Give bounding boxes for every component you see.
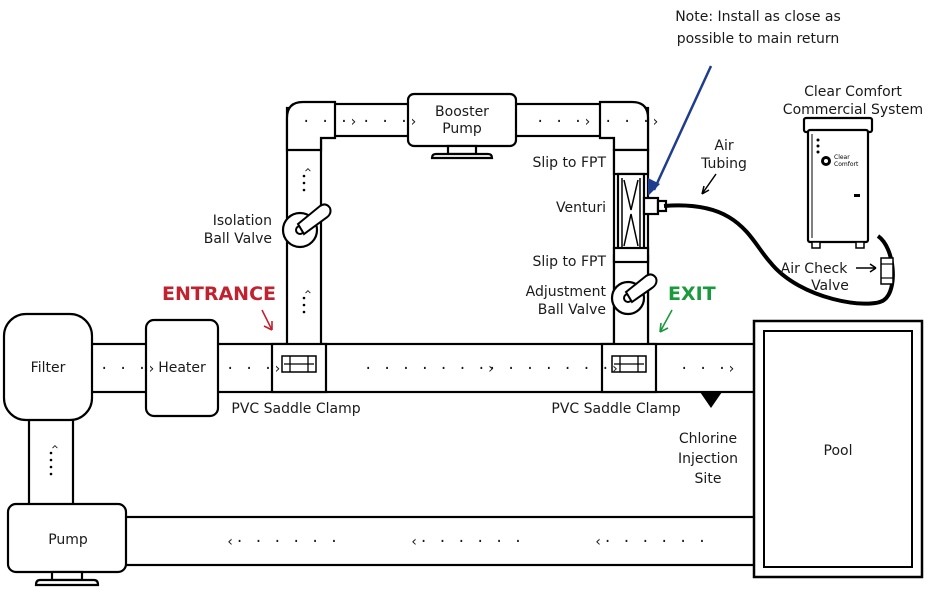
chlorine-label-2: Injection	[678, 451, 738, 467]
flow-arrow-3: · · · · · · ·›	[364, 361, 496, 377]
flow-arrow-4: · · · · · · ·›	[488, 361, 620, 377]
exit-arrow	[659, 309, 673, 333]
pool-label: Pool	[824, 443, 853, 459]
air-check-pointer	[856, 263, 877, 273]
booster-pump-label-2: Pump	[442, 121, 482, 137]
booster-pump: Booster Pump	[406, 92, 518, 160]
saddle-clamp-left	[270, 342, 328, 394]
saddle-clamp-right	[600, 342, 658, 394]
flow-arrow-8: · · ·›	[536, 114, 593, 130]
flow-up-arrow-2: ‹	[300, 288, 315, 296]
filter-label: Filter	[31, 360, 66, 376]
note-line-1: Note: Install as close as	[675, 9, 841, 25]
air-check-label-2: Valve	[811, 278, 849, 294]
elbow-top-right	[598, 100, 650, 152]
pump-label: Pump	[48, 532, 88, 548]
adjustment-label-2: Ball Valve	[538, 302, 606, 318]
chlorine-injection-marker	[700, 392, 722, 408]
note-arrow	[652, 65, 713, 191]
flow-arrow-12: ‹· · · · · ·	[594, 534, 707, 550]
venturi	[612, 148, 668, 264]
entrance-arrow	[261, 309, 273, 331]
pump: Pump	[6, 502, 128, 587]
chlorine-label-1: Chlorine	[679, 431, 737, 447]
exit-label: EXIT	[668, 283, 716, 305]
adjustment-ball-valve	[610, 254, 658, 348]
flow-up-arrow-3: ‹	[47, 443, 62, 451]
adjustment-label-1: Adjustment	[526, 284, 607, 300]
slip-top-label: Slip to FPT	[532, 155, 606, 171]
filter-pump-pipe	[27, 416, 75, 508]
air-tubing-label-2: Tubing	[700, 156, 747, 172]
heater-label: Heater	[158, 360, 206, 376]
air-tubing-pointer	[701, 173, 717, 195]
isolation-label-2: Ball Valve	[204, 231, 272, 247]
cabinet-logo-1: Clear	[834, 154, 850, 161]
slip-bottom-label: Slip to FPT	[532, 254, 606, 270]
clear-comfort-cabinet: Clear Comfort	[802, 116, 874, 249]
entrance-label: ENTRANCE	[162, 283, 276, 305]
isolation-label-1: Isolation	[213, 213, 272, 229]
flow-arrow-9: · · ·›	[604, 114, 661, 130]
air-tubing-label-1: Air	[714, 138, 733, 154]
isolation-ball-valve	[281, 203, 332, 249]
saddle-left-label: PVC Saddle Clamp	[231, 401, 360, 417]
saddle-right-label: PVC Saddle Clamp	[551, 401, 680, 417]
pool: Pool	[752, 319, 924, 579]
flow-arrow-5: · · ·›	[680, 361, 737, 377]
heater: Heater	[144, 318, 220, 418]
air-check-valve	[880, 257, 894, 285]
chlorine-label-3: Site	[695, 471, 722, 487]
system-label-1: Clear Comfort	[804, 84, 902, 100]
flow-up-arrow-1: ‹	[300, 166, 315, 174]
flow-vertical-left: ‹ ‹ ‹	[47, 166, 315, 476]
flow-arrow-11: ‹· · · · · ·	[410, 534, 523, 550]
booster-pump-label-1: Booster	[435, 104, 489, 120]
system-label-2: Commercial System	[783, 102, 923, 118]
flow-arrow-6: · · ·›	[302, 114, 359, 130]
filter: Filter	[2, 312, 94, 422]
flow-arrow-7: · · ·›	[362, 114, 419, 130]
flow-arrow-10: ‹· · · · · ·	[226, 534, 339, 550]
air-check-label-1: Air Check	[781, 261, 849, 277]
venturi-label: Venturi	[556, 200, 606, 216]
cabinet-logo-2: Comfort	[834, 161, 859, 168]
note-line-2: possible to main return	[677, 31, 840, 47]
note-arrow-head	[648, 178, 660, 196]
flow-arrow-2: · · ·›	[226, 361, 283, 377]
elbow-top-left	[285, 100, 337, 152]
flow-arrow-1: · · ·›	[100, 361, 157, 377]
